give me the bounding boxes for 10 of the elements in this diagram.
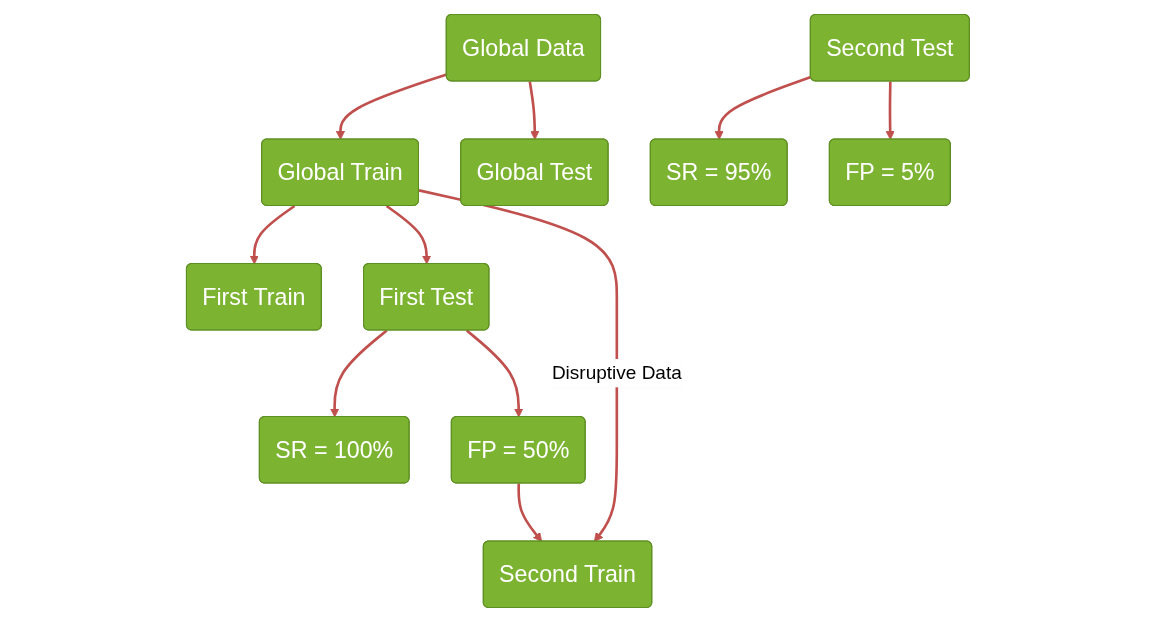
arrow	[528, 81, 540, 140]
arrow	[418, 189, 619, 542]
arrow	[385, 204, 432, 265]
edge-label: Disruptive Data	[552, 362, 682, 384]
arrow	[249, 204, 296, 265]
arrow	[885, 81, 895, 140]
arrow	[517, 483, 543, 542]
arrow	[330, 329, 388, 418]
arrow	[714, 75, 812, 140]
arrow	[466, 329, 524, 418]
